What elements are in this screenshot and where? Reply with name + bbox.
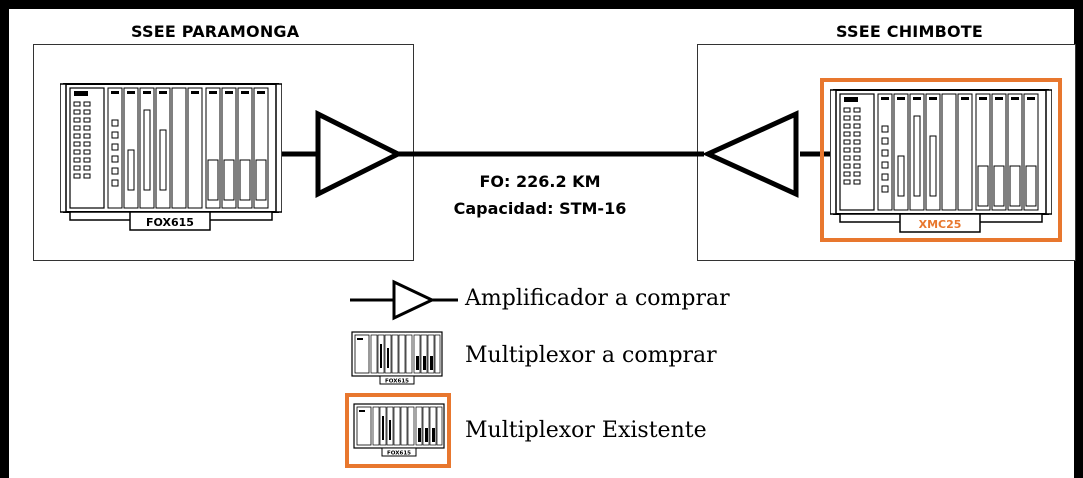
link-capacity: Capacidad: STM-16 [453, 199, 627, 218]
legend-mini-label: FOX615 [385, 379, 409, 385]
station-title-chimbote: SSEE CHIMBOTE [836, 22, 984, 41]
multiplexer-rack-fox615: FOX615 [60, 80, 282, 235]
link-distance: FO: 226.2 KM [479, 172, 601, 191]
legend-multiplexer-new-icon: FOX615 [350, 330, 444, 386]
legend-multiplexer-existing-icon: FOX615 [352, 402, 446, 458]
legend-amplifier-icon [350, 279, 458, 321]
legend-mini-label-existing: FOX615 [387, 451, 411, 457]
device-label-fox615: FOX615 [146, 216, 194, 229]
station-title-paramonga: SSEE PARAMONGA [131, 22, 300, 41]
legend-multiplexer-existing-text: Multiplexor Existente [465, 418, 707, 443]
legend-amplifier-text: Amplificador a comprar [465, 286, 730, 311]
amplifier-icon-chimbote [701, 110, 799, 198]
multiplexer-rack-xmc25: XMC25 [830, 86, 1052, 236]
existing-equipment-highlight [820, 78, 1062, 242]
device-label-xmc25: XMC25 [919, 218, 962, 231]
legend-existing-highlight [345, 393, 451, 468]
legend-multiplexer-new-text: Multiplexor a comprar [465, 343, 717, 368]
amplifier-icon-paramonga [315, 110, 404, 199]
